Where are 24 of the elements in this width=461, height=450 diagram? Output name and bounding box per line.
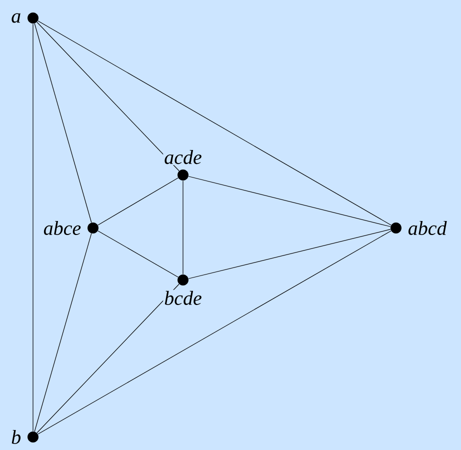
vertex-label: b — [10, 428, 22, 446]
vertex-label: a — [10, 12, 22, 24]
vertex-dot — [88, 222, 98, 234]
edge-line — [188, 176, 391, 227]
edge-line — [32, 23, 34, 432]
edge-line — [36, 284, 180, 434]
edge-line — [98, 178, 178, 226]
vertex-label: abcd — [406, 220, 448, 236]
edge-line — [98, 230, 178, 278]
vertex-dot — [390, 222, 402, 234]
vertex-dot — [28, 12, 38, 24]
edge-line — [188, 229, 391, 279]
vertex-dot — [28, 432, 38, 442]
edge-line — [34, 23, 92, 223]
vertex-dot — [178, 170, 188, 180]
vertex-label: acde — [163, 149, 203, 166]
vertex-label: bcde — [163, 290, 203, 306]
edge-line — [36, 22, 180, 172]
edge-line — [34, 233, 92, 432]
vertex-dot — [178, 274, 188, 286]
edge-line — [38, 20, 392, 226]
vertex-label: abce — [42, 220, 82, 236]
edge-line — [182, 180, 184, 275]
edge-line — [38, 230, 392, 434]
